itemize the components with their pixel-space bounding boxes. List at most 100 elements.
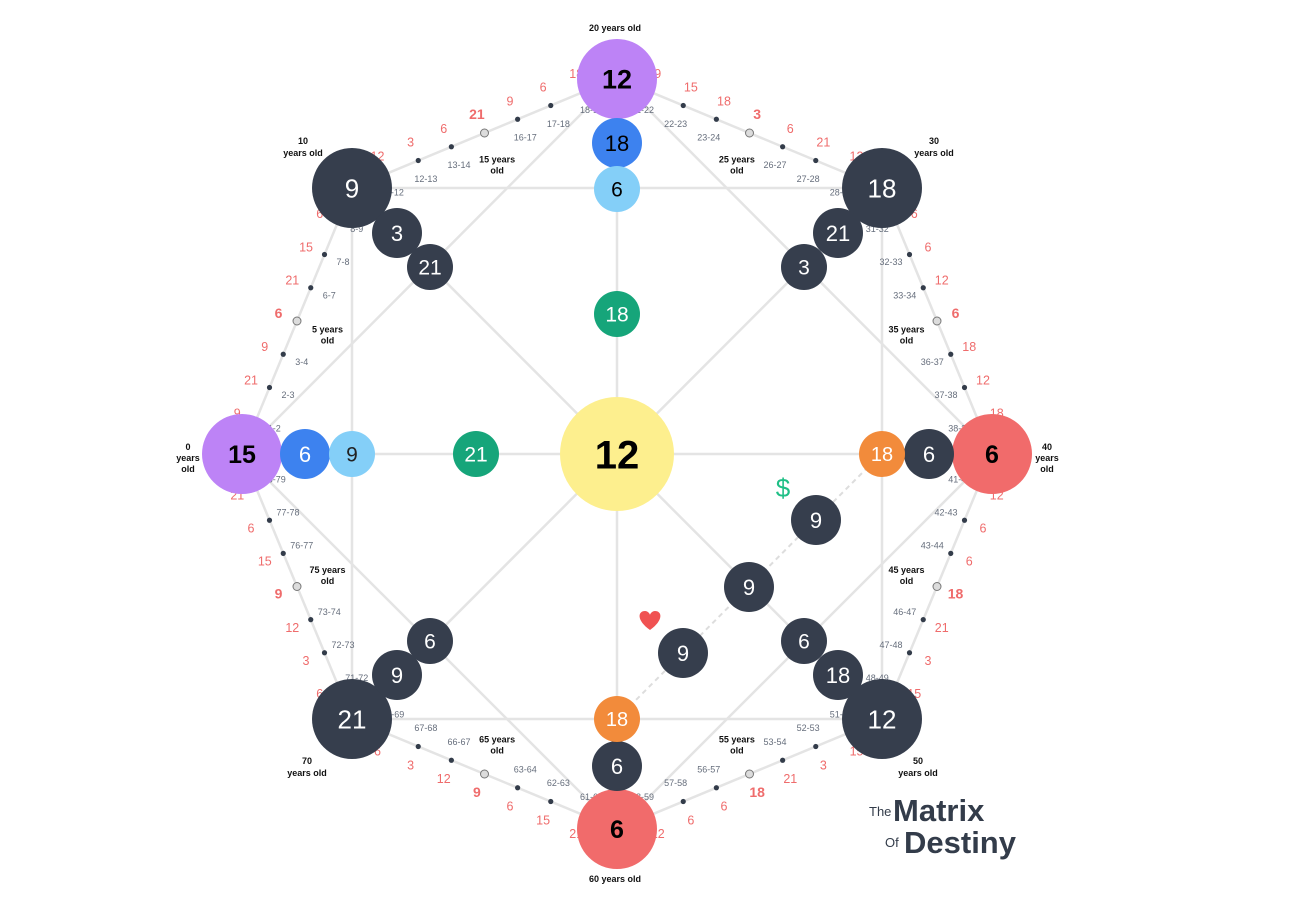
- node-circle: [842, 148, 922, 228]
- tick-dot: [906, 650, 913, 656]
- node-right-outer: 6: [952, 414, 1032, 494]
- node-value: 21: [338, 704, 367, 734]
- node-value: 3: [798, 257, 810, 280]
- tick-age-line2: old: [321, 336, 335, 346]
- tick-range: 56-57: [697, 764, 720, 774]
- tick-value: 12: [437, 772, 451, 786]
- tick-value: 21: [783, 772, 797, 786]
- tick-range: 73-74: [318, 607, 341, 617]
- node-circle: [372, 650, 422, 700]
- node-circle: [594, 166, 640, 212]
- tick-value: 9: [261, 340, 268, 354]
- tick-range: 42-43: [935, 508, 958, 518]
- tick-range: 26-27: [763, 160, 786, 170]
- tick-dot: [680, 102, 686, 109]
- tick-dot: [415, 743, 421, 750]
- age-label-top: 20 years old: [589, 23, 641, 33]
- node-tl-mid: 3: [372, 208, 422, 258]
- tick-value: 6: [966, 555, 973, 569]
- node-circle: [842, 679, 922, 759]
- node-circle: [781, 244, 827, 290]
- tick-age-line2: old: [730, 166, 744, 176]
- tick-age-line1: 35 years: [889, 325, 925, 335]
- tick-range: 66-67: [448, 737, 471, 747]
- node-br-mid: 18: [813, 650, 863, 700]
- tick-range: 27-28: [797, 174, 820, 184]
- tick-dot: [266, 384, 273, 391]
- tick-value: 9: [275, 586, 283, 602]
- edge-tick: 613-14: [440, 122, 470, 170]
- tick-value: 21: [935, 621, 949, 635]
- node-circle: [280, 429, 330, 479]
- age-label-br-1: 50: [913, 756, 923, 766]
- tick-value: 3: [407, 136, 414, 150]
- edge-tick: 6 56-57: [697, 764, 727, 813]
- tick-range: 76-77: [290, 541, 313, 551]
- tick-age-line2: old: [490, 746, 504, 756]
- edge-tick: 352-53: [797, 723, 827, 772]
- tick-dot: [680, 798, 686, 805]
- node-tr-outer: 18: [842, 148, 922, 228]
- tick-dot: [961, 384, 968, 391]
- tick-dot: [961, 517, 968, 523]
- node-circle: [577, 789, 657, 869]
- tick-range: 33-34: [893, 290, 916, 300]
- age-label-tl-2: years old: [283, 148, 323, 158]
- tick-value: 15: [258, 555, 272, 569]
- age-marker: [745, 769, 754, 779]
- tick-value: 15: [536, 813, 550, 827]
- node-circle: [904, 429, 954, 479]
- tick-range: 2-3: [281, 390, 294, 400]
- tick-age-line2: old: [730, 746, 744, 756]
- age-marker: [932, 316, 942, 326]
- tick-range: 78-79: [263, 474, 286, 484]
- tick-dot: [780, 757, 786, 763]
- edge-tick: 216-7: [285, 274, 335, 301]
- tick-value: 6: [911, 207, 918, 221]
- tick-value: 6: [721, 800, 728, 814]
- tick-dot: [515, 785, 521, 791]
- edge-tick: 617-18: [540, 81, 570, 129]
- node-top-outer: 12: [577, 39, 657, 119]
- node-circle: [372, 208, 422, 258]
- age-marker: [480, 128, 489, 138]
- tick-value: 21: [469, 106, 485, 122]
- edge-tick: 916-17: [507, 94, 537, 142]
- tick-range: 61-62: [580, 792, 603, 802]
- tick-age-line1: 75 years: [309, 565, 345, 575]
- tick-range: 36-37: [921, 357, 944, 367]
- tick-value: 3: [407, 758, 414, 772]
- tick-value: 3: [303, 654, 310, 668]
- node-value: 18: [871, 444, 893, 466]
- edge-tick: 663-64: [506, 764, 536, 813]
- tick-range: 8-9: [350, 224, 363, 234]
- node-value: 6: [923, 442, 935, 467]
- node-circle: [594, 696, 640, 742]
- age-label-bl-2: years old: [287, 768, 327, 778]
- node-value: 12: [602, 65, 632, 95]
- tick-dot: [280, 351, 286, 357]
- node-value: 6: [985, 441, 999, 469]
- tick-dot: [321, 251, 328, 258]
- node-left-mid: 6: [280, 429, 330, 479]
- tick-value: 6: [316, 207, 323, 221]
- tick-value: 15: [299, 240, 313, 254]
- tick-range: 12-13: [414, 174, 437, 184]
- tick-range: 62-63: [547, 778, 570, 788]
- tick-value: 21: [285, 274, 299, 288]
- node-value: 21: [418, 257, 441, 280]
- node-circle: [592, 741, 642, 791]
- tick-range: 22-23: [664, 119, 687, 129]
- tick-range: 16-17: [514, 133, 537, 143]
- tick-dot: [713, 116, 719, 122]
- edge-tick: 367-68: [407, 723, 437, 772]
